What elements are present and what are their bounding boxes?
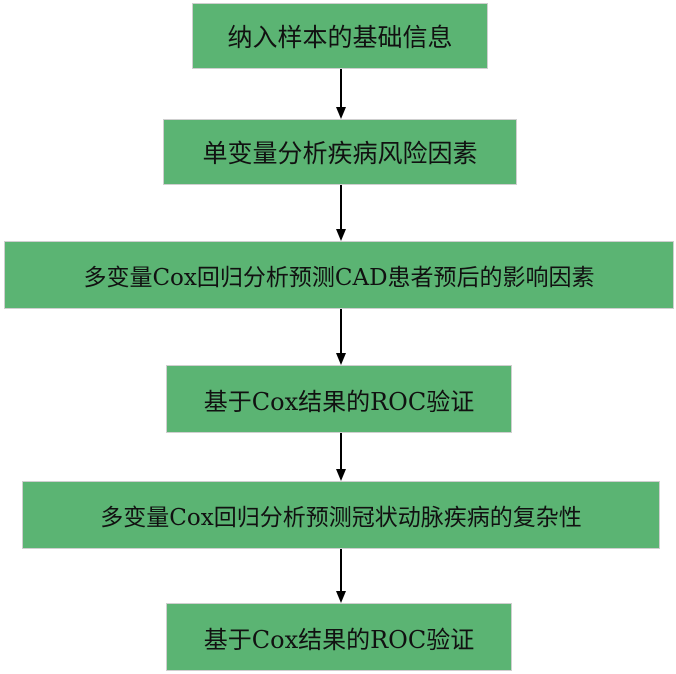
- step-6-box: 基于Cox结果的ROC验证: [166, 603, 512, 671]
- step-6-label: 基于Cox结果的ROC验证: [203, 625, 475, 654]
- arrow-head-icon: [336, 469, 346, 481]
- step-1-label: 纳入样本的基础信息: [227, 23, 453, 52]
- arrow-4-to-5: [336, 433, 346, 481]
- step-4-box: 基于Cox结果的ROC验证: [166, 365, 512, 433]
- step-2-label: 单变量分析疾病风险因素: [202, 139, 478, 168]
- arrow-2-to-3: [336, 185, 346, 241]
- arrow-3-to-4: [336, 309, 346, 365]
- step-3-label: 多变量Cox回归分析预测CAD患者预后的影响因素: [83, 265, 595, 291]
- arrow-head-icon: [336, 229, 346, 241]
- arrow-head-icon: [336, 107, 346, 119]
- arrow-head-icon: [336, 591, 346, 603]
- arrow-5-to-6: [336, 549, 346, 603]
- step-4-label: 基于Cox结果的ROC验证: [203, 387, 475, 416]
- arrow-head-icon: [336, 353, 346, 365]
- step-2-box: 单变量分析疾病风险因素: [163, 119, 517, 185]
- step-5-label: 多变量Cox回归分析预测冠状动脉疾病的复杂性: [100, 505, 582, 531]
- step-3-box: 多变量Cox回归分析预测CAD患者预后的影响因素: [4, 241, 674, 309]
- arrow-1-to-2: [336, 69, 346, 119]
- step-1-box: 纳入样本的基础信息: [192, 3, 488, 69]
- step-5-box: 多变量Cox回归分析预测冠状动脉疾病的复杂性: [22, 481, 660, 549]
